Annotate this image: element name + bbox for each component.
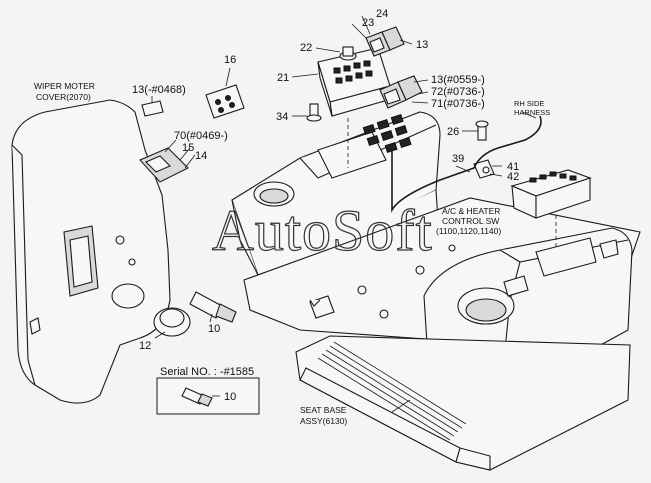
knob-22 [315, 46, 357, 61]
ac-heater-control-switch [510, 169, 592, 219]
label-41: 41 [507, 161, 519, 173]
label-24: 24 [376, 8, 388, 20]
wiper-motor-cover [11, 99, 171, 404]
ac-label-2: CONTROL SW [442, 216, 499, 226]
bolt-34 [292, 103, 322, 122]
part-16-panel [205, 67, 245, 119]
label-10: 10 [208, 323, 220, 335]
serial-label: Serial NO. : -#1585 [160, 366, 254, 378]
switches-24-23-13 [351, 15, 413, 57]
bolt-26 [462, 120, 489, 141]
label-34: 34 [276, 111, 288, 123]
autosoft-watermark: AutoSoft [212, 198, 433, 263]
rh-side-harness [391, 111, 542, 214]
label-16: 16 [224, 54, 236, 66]
seat-base-label-1: SEAT BASE [300, 405, 347, 415]
seat-base-label-2: ASSY(6130) [300, 416, 347, 426]
rh-side-label-1: RH SIDE [514, 99, 544, 108]
switch-cluster-70-15-14 [139, 139, 196, 183]
lighter-10 [189, 291, 237, 323]
rh-side-label-2: HARNESS [514, 108, 550, 117]
gauge-12 [153, 307, 191, 339]
label-13-0468: 13(-#0468) [132, 84, 186, 96]
label-42: 42 [507, 171, 519, 183]
part-13-plate [141, 96, 164, 117]
serial-inset [156, 377, 260, 415]
label-21: 21 [277, 72, 289, 84]
label-22: 22 [300, 42, 312, 54]
seat-base [295, 335, 631, 471]
clamp-41-42 [473, 159, 503, 179]
label-71: 71(#0736-) [431, 98, 485, 110]
label-13-0559: 13(#0559-) [431, 74, 485, 86]
label-14: 14 [195, 150, 207, 162]
wiper-cover-label-1: WIPER MOTER [34, 81, 95, 91]
label-70: 70(#0469-) [174, 130, 228, 142]
label-13-top: 13 [416, 39, 428, 51]
wiper-cover-label-2: COVER(2070) [36, 92, 91, 102]
label-39: 39 [452, 153, 464, 165]
label-72: 72(#0736-) [431, 86, 485, 98]
switches-13-72-71 [379, 75, 429, 109]
console-switch-grid [362, 113, 412, 153]
ac-label-3: (1100,1120,1140) [436, 226, 501, 236]
label-23: 23 [362, 17, 374, 29]
ac-label-1: A/C & HEATER [442, 206, 500, 216]
label-26: 26 [447, 126, 459, 138]
label-15: 15 [182, 142, 194, 154]
label-12: 12 [139, 340, 151, 352]
switch-box-21 [291, 47, 391, 117]
label-10-serial: 10 [224, 391, 236, 403]
